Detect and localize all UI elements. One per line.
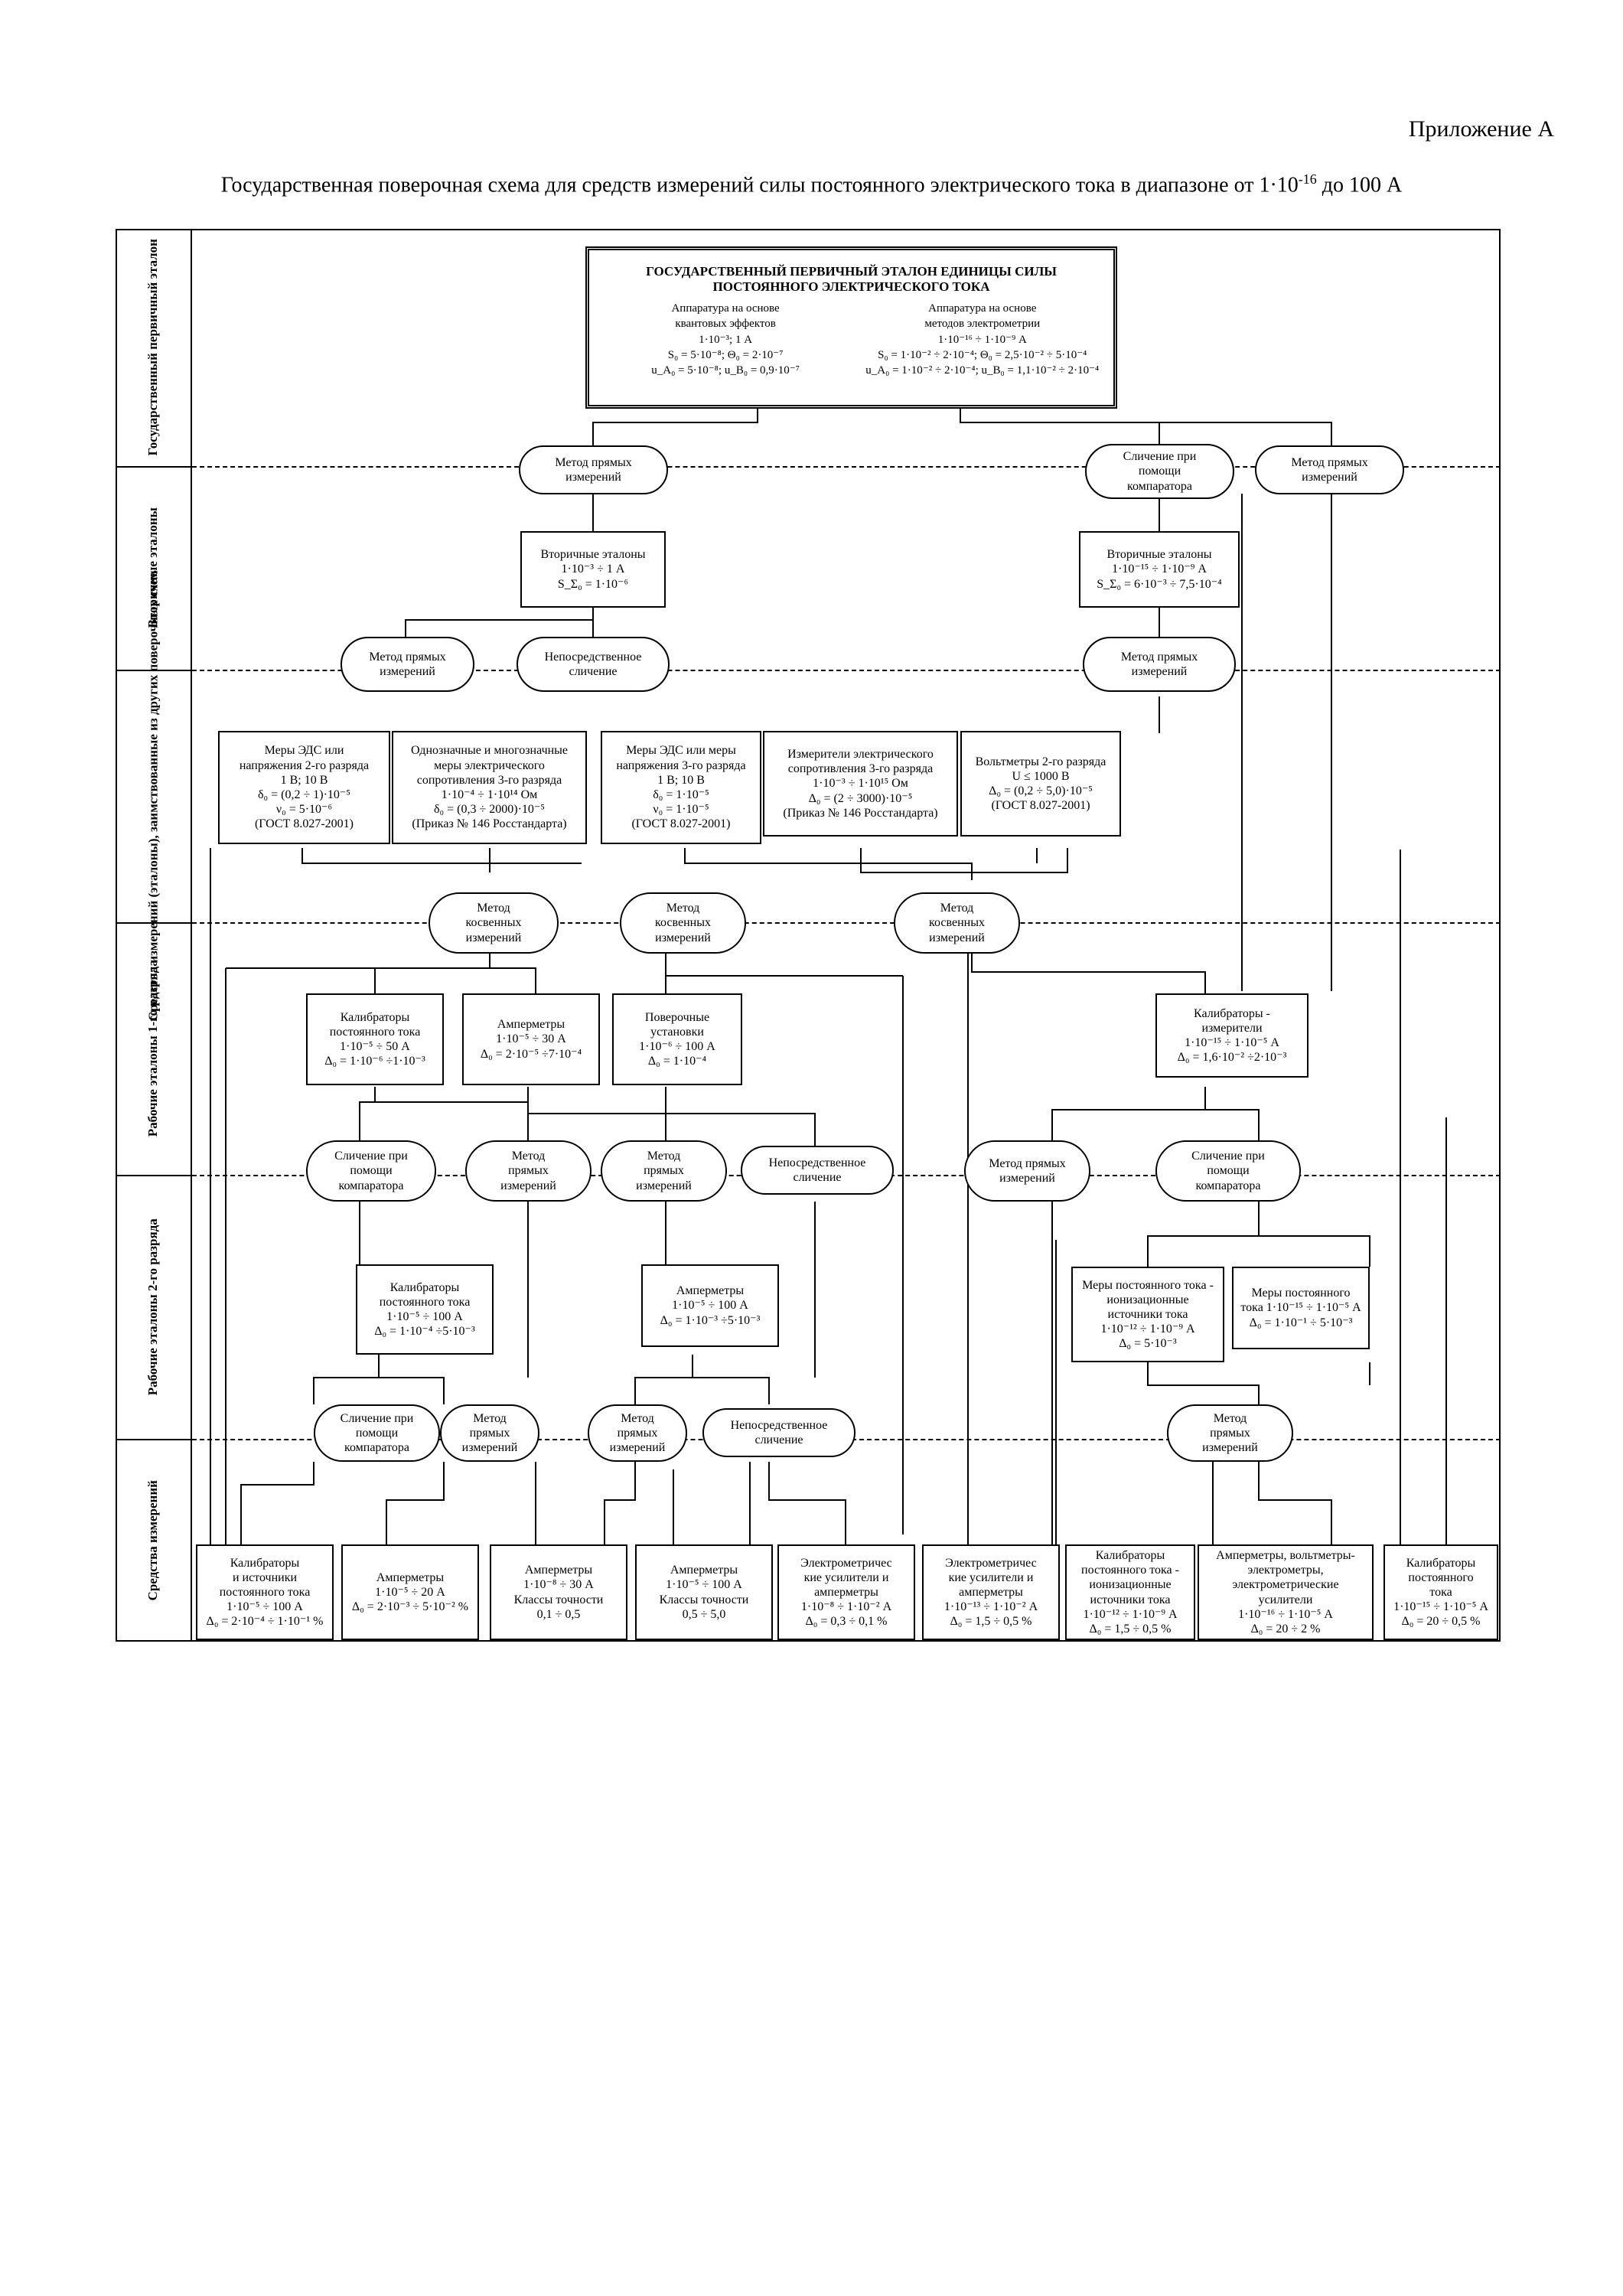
document-title: Государственная поверочная схема для сре…: [0, 171, 1623, 197]
band-separator: [116, 466, 192, 468]
connector: [313, 1355, 380, 1404]
method-comparator-4: Сличение при помощи компаратора: [314, 1404, 440, 1462]
method-comparator-2: Сличение при помощи компаратора: [306, 1140, 436, 1202]
instrument-calibrators-sources-box: Калибраторы и источники постоянного тока…: [196, 1544, 334, 1640]
secondary-standard-box-2: Вторичные эталоны 1·10⁻¹⁵ ÷ 1·10⁻⁹ А S_Σ…: [1079, 531, 1240, 608]
connector: [665, 1087, 816, 1146]
method-direct-4: Метод прямых измерений: [1083, 637, 1236, 692]
connector: [960, 409, 1160, 450]
instrument-ionization-calibrators-box: Калибраторы постоянного тока - ионизацио…: [1065, 1544, 1195, 1640]
connector: [768, 1462, 846, 1544]
connector: [379, 1377, 445, 1404]
method-indirect-2: Метод косвенных измерений: [620, 892, 746, 954]
working1-calibrators-box: Калибраторы постоянного тока 1·10⁻⁵ ÷ 50…: [306, 993, 444, 1085]
band-separator: [116, 922, 192, 924]
connector: [490, 967, 536, 993]
band-label-column: [116, 229, 192, 1642]
connector: [684, 848, 973, 880]
appendix-label: Приложение А: [1408, 116, 1554, 142]
connector: [386, 1462, 445, 1544]
title-tail: до 100 А: [1316, 173, 1403, 197]
method-direct-8: Метод прямых измерений: [440, 1404, 539, 1462]
primary-standard-box: ГОСУДАРСТВЕННЫЙ ПЕРВИЧНЫЙ ЭТАЛОН ЕДИНИЦЫ…: [585, 246, 1117, 409]
dashed-separator: [192, 670, 1501, 671]
connector: [693, 1377, 770, 1404]
connector: [592, 409, 758, 450]
connector: [1259, 1235, 1370, 1267]
instrument-electrometers-box: Амперметры, вольтметры- электрометры, эл…: [1198, 1544, 1374, 1640]
method-direct-comparison-1: Непосредственное сличение: [517, 637, 670, 692]
working2-calibrators-box: Калибраторы постоянного тока 1·10⁻⁵ ÷ 10…: [356, 1264, 494, 1355]
connector: [374, 953, 490, 993]
title-main: Государственная поверочная схема для сре…: [220, 173, 1299, 197]
connector: [604, 1462, 636, 1544]
connector: [1147, 1202, 1260, 1267]
connector: [1051, 1087, 1206, 1146]
title-exponent: -16: [1298, 171, 1317, 187]
connector: [634, 1355, 693, 1404]
resistance-meters-box: Измерители электрического сопротивления …: [763, 731, 958, 837]
diagram-frame: [116, 229, 1501, 1642]
method-direct-6: Метод прямых измерений: [601, 1140, 727, 1202]
connector: [301, 848, 582, 864]
connector: [971, 953, 1206, 993]
working1-ammeters-box: Амперметры 1·10⁻⁵ ÷ 30 А Δ₀ = 2·10⁻⁵ ÷7·…: [462, 993, 600, 1085]
method-direct-comparison-3: Непосредственное сличение: [702, 1408, 855, 1457]
method-direct-5: Метод прямых измерений: [465, 1140, 592, 1202]
method-comparator-3: Сличение при помощи компаратора: [1155, 1140, 1301, 1202]
connector: [1147, 1362, 1260, 1404]
emf-measures-3rd-box: Меры ЭДС или меры напряжения 3-го разряд…: [601, 731, 761, 844]
connector: [375, 1101, 529, 1146]
method-direct-1: Метод прямых измерений: [519, 445, 668, 494]
instrument-electrometric-2-box: Электрометричес кие усилители и ампермет…: [922, 1544, 1060, 1640]
primary-standard-title: ГОСУДАРСТВЕННЫЙ ПЕРВИЧНЫЙ ЭТАЛОН ЕДИНИЦЫ…: [646, 264, 1057, 295]
method-indirect-3: Метод косвенных измерений: [894, 892, 1020, 954]
band-separator: [116, 670, 192, 671]
secondary-standard-box-1: Вторичные эталоны 1·10⁻³ ÷ 1 А S_Σ₀ = 1·…: [520, 531, 666, 608]
connector: [240, 1462, 314, 1544]
method-direct-2: Метод прямых измерений: [1255, 445, 1404, 494]
dashed-separator: [192, 466, 1501, 468]
dashed-separator: [192, 922, 1501, 924]
method-direct-3: Метод прямых измерений: [341, 637, 474, 692]
working2-current-measures-box: Меры постоянного тока 1·10⁻¹⁵ ÷ 1·10⁻⁵ А…: [1232, 1267, 1370, 1349]
primary-quantum-apparatus: Аппаратура на основе квантовых эффектов …: [651, 302, 800, 377]
working1-test-installations-box: Поверочные установки 1·10⁻⁶ ÷ 100 А Δ₀ =…: [612, 993, 742, 1085]
method-indirect-1: Метод косвенных измерений: [429, 892, 559, 954]
connector: [1205, 1109, 1260, 1146]
connector: [405, 608, 594, 639]
band-separator: [116, 1175, 192, 1176]
instrument-ammeters-2-box: Амперметры 1·10⁻⁸ ÷ 30 А Классы точности…: [490, 1544, 627, 1640]
instrument-calibrators-box: Калибраторы постоянного тока 1·10⁻¹⁵ ÷ 1…: [1383, 1544, 1498, 1640]
method-comparator-1: Сличение при помощи компаратора: [1085, 444, 1234, 499]
emf-measures-2nd-box: Меры ЭДС или напряжения 2-го разряда 1 В…: [218, 731, 390, 844]
working2-ammeters-box: Амперметры 1·10⁻⁵ ÷ 100 А Δ₀ = 1·10⁻³ ÷5…: [641, 1264, 779, 1347]
connector: [1159, 422, 1332, 450]
band-separator: [116, 1439, 192, 1440]
method-direct-comparison-2: Непосредственное сличение: [741, 1146, 894, 1195]
connector: [860, 848, 1068, 873]
connector: [359, 1087, 376, 1146]
method-direct-10: Метод прямых измерений: [1167, 1404, 1293, 1462]
resistance-measures-box: Однозначные и многозначные меры электрич…: [392, 731, 587, 844]
instrument-ammeters-1-box: Амперметры 1·10⁻⁵ ÷ 20 А Δ₀ = 2·10⁻³ ÷ 5…: [341, 1544, 479, 1640]
working2-ionization-sources-box: Меры постоянного тока - ионизационные ис…: [1071, 1267, 1224, 1362]
voltmeters-2nd-box: Вольтметры 2-го разряда U ≤ 1000 В Δ₀ = …: [960, 731, 1121, 837]
working1-calibrator-meters-box: Калибраторы - измерители 1·10⁻¹⁵ ÷ 1·10⁻…: [1155, 993, 1309, 1078]
instrument-ammeters-3-box: Амперметры 1·10⁻⁵ ÷ 100 А Классы точност…: [635, 1544, 773, 1640]
method-direct-9: Метод прямых измерений: [588, 1404, 687, 1462]
connector: [527, 1087, 666, 1146]
connector: [1258, 1462, 1332, 1544]
method-direct-7: Метод прямых измерений: [964, 1140, 1090, 1202]
primary-electrometry-apparatus: Аппаратура на основе методов электрометр…: [865, 302, 1100, 377]
instrument-electrometric-1-box: Электрометричес кие усилители и ампермет…: [777, 1544, 915, 1640]
